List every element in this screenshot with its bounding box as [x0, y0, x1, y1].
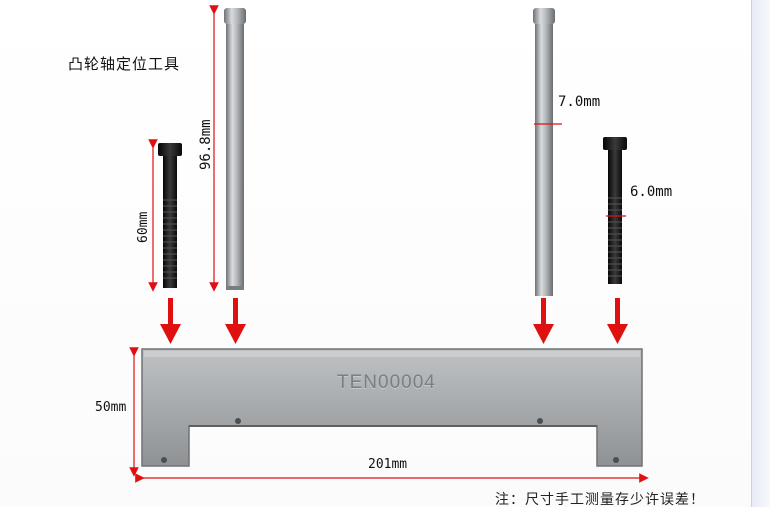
- dimension-lines: [129, 5, 649, 483]
- pin-length-label: 96.8mm: [198, 119, 214, 170]
- plate-engraving: TEN00004: [337, 372, 436, 393]
- tool-title: 凸轮轴定位工具: [68, 55, 181, 73]
- right-guide-pin: [533, 8, 555, 296]
- left-guide-pin: [224, 8, 246, 290]
- pin-diameter-label: 7.0mm: [558, 94, 601, 110]
- right-bolt: [603, 137, 627, 284]
- plate-height-label: 50mm: [95, 400, 127, 415]
- bolt-length-label: 60mm: [136, 211, 151, 243]
- bolt-diameter-label: 6.0mm: [630, 184, 673, 200]
- page-edge: [751, 0, 770, 507]
- insert-arrows: [160, 298, 628, 344]
- plate-width-label: 201mm: [368, 457, 408, 472]
- locking-plate: [141, 348, 643, 467]
- measurement-note: 注：尺寸手工测量存少许误差！: [495, 492, 705, 508]
- left-bolt: [158, 143, 182, 288]
